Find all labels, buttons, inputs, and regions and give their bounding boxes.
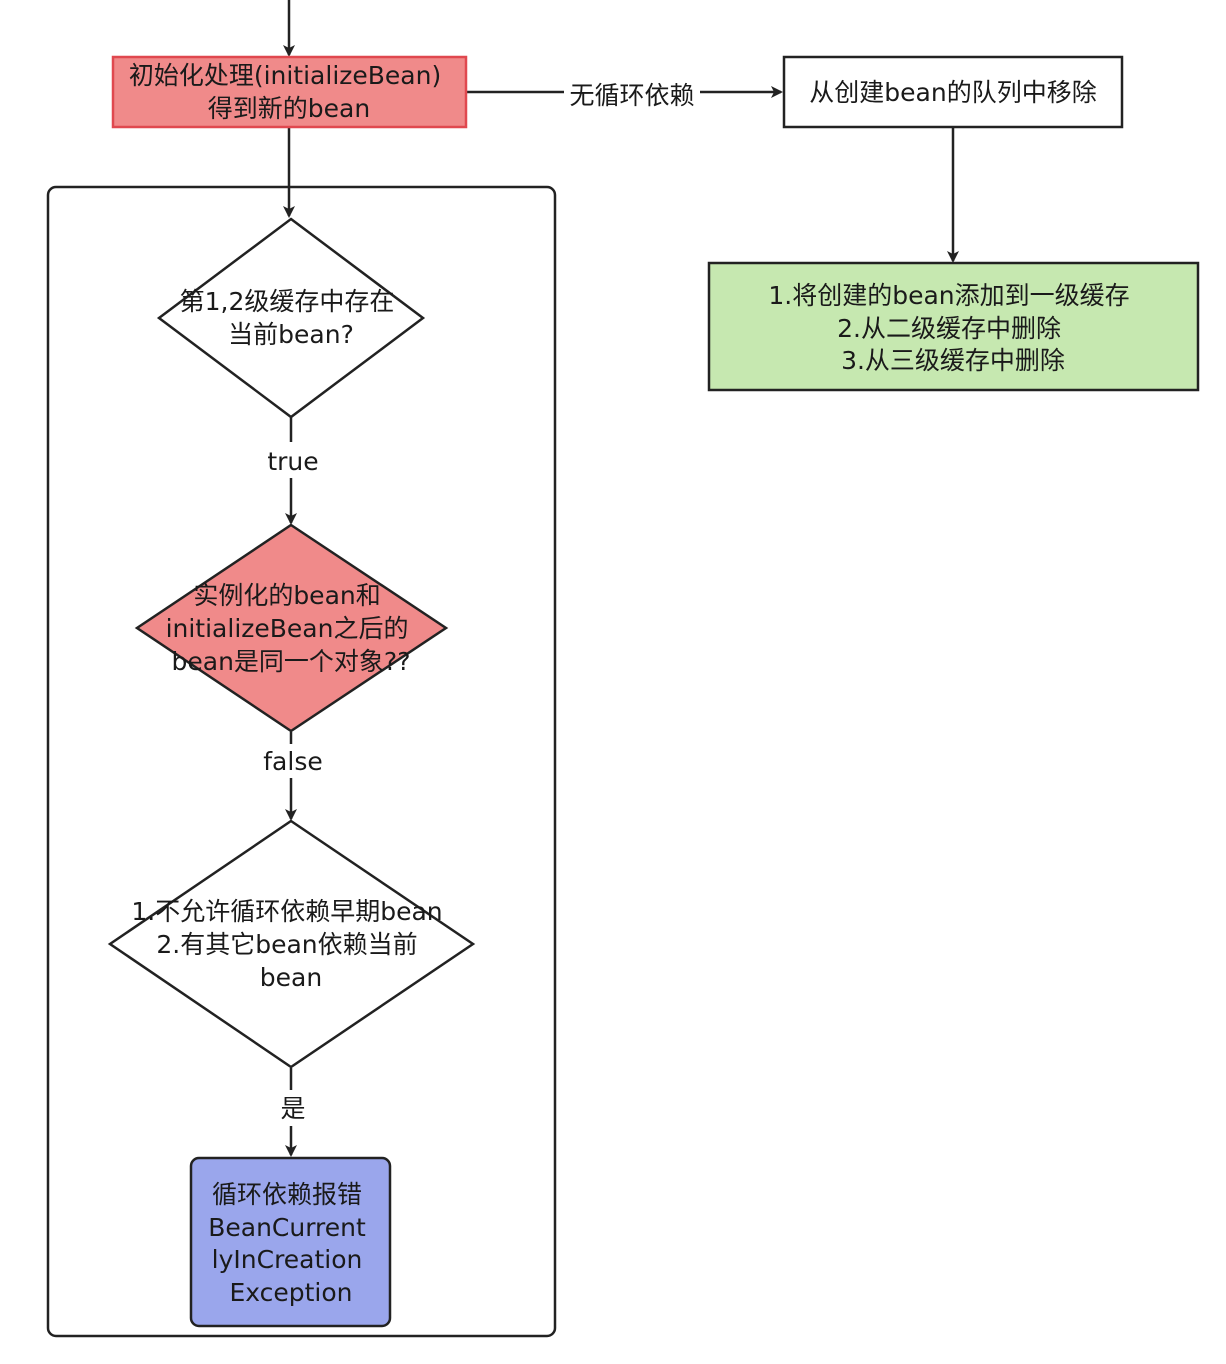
error-label-line-1: 循环依赖报错 — [212, 1180, 362, 1209]
same-object-label: 实例化的bean和 initializeBean之后的 bean是同一个对象?? — [166, 581, 417, 676]
node-remove — [782, 55, 1124, 129]
init-label-line-1: 初始化处理(initializeBean) — [129, 61, 441, 90]
cache-label-line-1: 1.将创建的bean添加到一级缓存 — [768, 281, 1129, 310]
node-conditions — [107, 819, 476, 1069]
remove-label: 从创建bean的队列中移除 — [809, 78, 1096, 107]
node-init — [111, 55, 468, 129]
error-label-line-4: Exception — [229, 1278, 352, 1307]
cache-label-line-3: 3.从三级缓存中删除 — [841, 346, 1065, 375]
error-label-line-3: lyInCreation — [212, 1245, 363, 1274]
remove-label-line-1: 从创建bean的队列中移除 — [809, 78, 1096, 107]
check-cache-label: 第1,2级缓存中存在 当前bean? — [180, 287, 403, 349]
same-object-label-line-3: bean是同一个对象?? — [172, 647, 411, 676]
same-object-label-line-2: initializeBean之后的 — [166, 614, 409, 643]
node-cache — [707, 261, 1200, 392]
error-label-line-2: BeanCurrent — [208, 1213, 366, 1242]
node-same-object — [134, 523, 449, 733]
cache-label: 1.将创建的bean添加到一级缓存 2.从二级缓存中删除 3.从三级缓存中删除 — [768, 281, 1137, 375]
init-label-line-2: 得到新的bean — [208, 94, 370, 123]
check-cache-label-line-1: 第1,2级缓存中存在 — [180, 287, 395, 316]
init-label: 初始化处理(initializeBean) 得到新的bean — [129, 61, 449, 123]
conditions-label-line-1: 1.不允许循环依赖早期bean — [131, 897, 442, 926]
same-object-label-line-1: 实例化的bean和 — [193, 581, 380, 610]
edge-label-no-cycle: 无循环依赖 — [569, 81, 694, 110]
edge-label-yes: 是 — [280, 1094, 305, 1123]
error-label: 循环依赖报错 BeanCurrent lyInCreation Exceptio… — [208, 1180, 374, 1307]
edge-label-true: true — [267, 447, 318, 476]
group-container — [46, 185, 557, 1338]
node-error — [189, 1156, 392, 1328]
cache-label-line-2: 2.从二级缓存中删除 — [837, 314, 1061, 343]
edge-label-false: false — [263, 747, 322, 776]
conditions-label: 1.不允许循环依赖早期bean 2.有其它bean依赖当前 bean — [131, 897, 450, 992]
check-cache-label-line-2: 当前bean? — [228, 320, 354, 349]
node-check-cache — [156, 217, 426, 419]
conditions-label-line-3: bean — [260, 963, 322, 992]
conditions-label-line-2: 2.有其它bean依赖当前 — [156, 930, 417, 959]
